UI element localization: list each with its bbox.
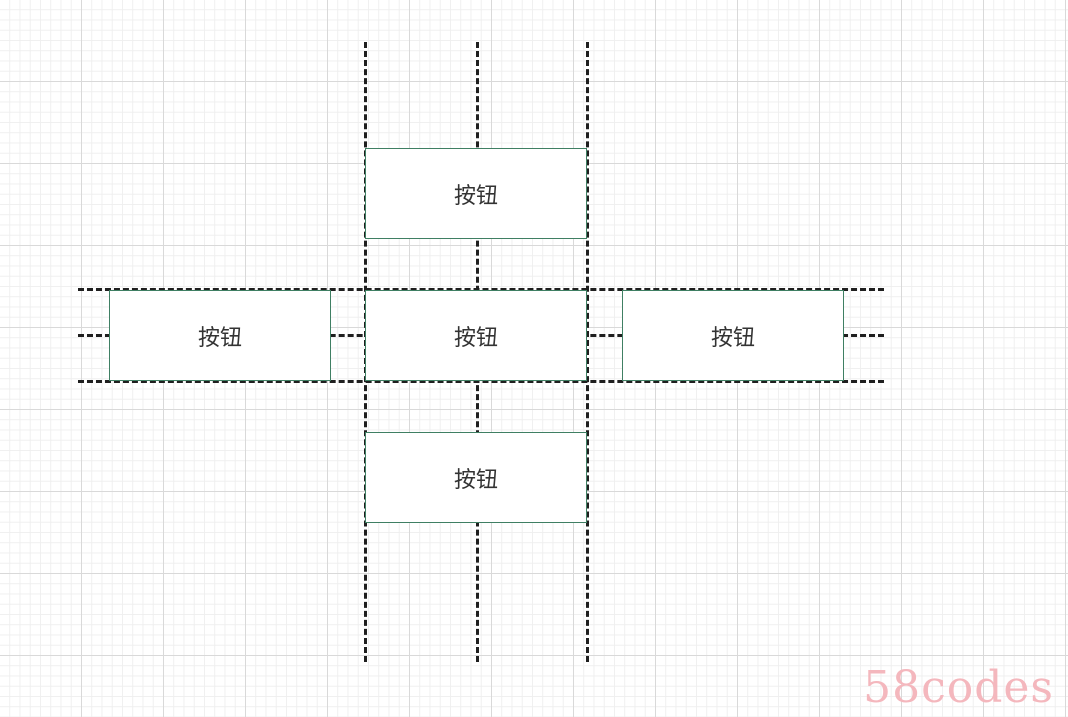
right-button[interactable]: 按钮 [622,290,844,381]
left-button-label: 按钮 [197,324,242,350]
center-button-label: 按钮 [453,324,498,350]
bottom-button-label: 按钮 [453,466,498,492]
left-button[interactable]: 按钮 [109,290,331,381]
right-button-label: 按钮 [710,324,755,350]
watermark: 58codes [863,662,1054,713]
center-button[interactable]: 按钮 [365,290,587,381]
guide-horizontal-bottom [78,380,884,383]
guide-vertical-right [586,42,589,662]
guide-horizontal-top [78,288,884,291]
bottom-button[interactable]: 按钮 [365,432,587,523]
top-button[interactable]: 按钮 [365,148,587,239]
top-button-label: 按钮 [453,182,498,208]
